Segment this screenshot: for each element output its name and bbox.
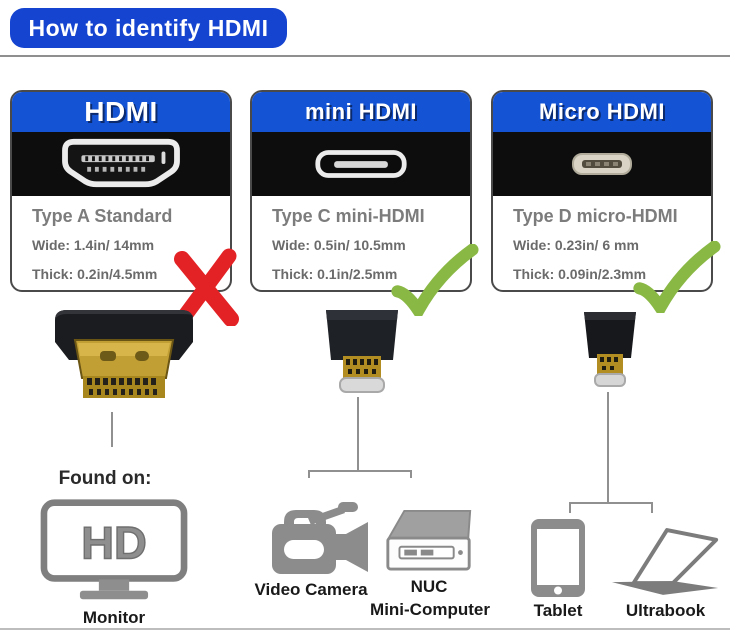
red-x-mark-icon bbox=[173, 248, 239, 326]
video-camera-icon bbox=[272, 502, 368, 574]
type-label: Type C mini-HDMI bbox=[272, 206, 425, 226]
nuc-label-line1: NUC bbox=[410, 577, 448, 596]
green-check-mark-icon bbox=[391, 244, 479, 316]
monitor-label: Monitor bbox=[82, 608, 146, 627]
wide-spec: Wide: 0.5in/ 10.5mm bbox=[272, 237, 406, 253]
branch-line-mini bbox=[308, 470, 412, 472]
nuc-label-line2: Mini-Computer bbox=[370, 600, 490, 619]
pointer-line-micro bbox=[607, 392, 609, 502]
pointer-line-hdmi bbox=[111, 412, 113, 447]
branch-tick-left-micro bbox=[569, 502, 571, 513]
card-header-mini-hdmi: mini HDMI bbox=[252, 92, 470, 132]
card-micro-hdmi: Micro HDMI Type D micro-HDMI Wide: 0.23i… bbox=[491, 90, 713, 292]
bottom-divider bbox=[0, 628, 730, 630]
connector-socket-panel-hdmi bbox=[12, 132, 230, 196]
branch-tick-right-micro bbox=[651, 502, 653, 513]
tablet-label: Tablet bbox=[533, 601, 583, 620]
top-divider bbox=[0, 55, 730, 57]
connector-socket-panel-micro bbox=[493, 132, 711, 196]
thick-spec: Thick: 0.1in/2.5mm bbox=[272, 266, 398, 282]
branch-line-micro bbox=[569, 502, 653, 504]
nuc-mini-computer-icon bbox=[386, 509, 472, 571]
type-label: Type D micro-HDMI bbox=[513, 206, 678, 226]
type-label: Type A Standard bbox=[32, 206, 173, 226]
green-check-mark-icon bbox=[633, 241, 721, 313]
branch-tick-right-mini bbox=[410, 470, 412, 478]
found-on-label: Found on: bbox=[58, 468, 152, 489]
ultrabook-label: Ultrabook bbox=[625, 601, 706, 620]
mini-hdmi-plug-photo bbox=[326, 310, 398, 393]
video-camera-label: Video Camera bbox=[254, 580, 368, 599]
connector-socket-panel-mini bbox=[252, 132, 470, 196]
wide-spec: Wide: 1.4in/ 14mm bbox=[32, 237, 155, 253]
card-mini-hdmi: mini HDMI Type C mini-HDMI Wide: 0.5in/ … bbox=[250, 90, 472, 292]
hdmi-type-a-connector-icon bbox=[62, 138, 180, 188]
card-hdmi-type-a: HDMI Type A Standard Wide: 1.4 bbox=[10, 90, 232, 292]
micro-hdmi-plug-photo bbox=[584, 312, 636, 387]
card-header-micro-hdmi: Micro HDMI bbox=[493, 92, 711, 132]
thick-spec: Thick: 0.2in/4.5mm bbox=[32, 266, 158, 282]
hd-monitor-icon: HD bbox=[40, 499, 188, 600]
page-title: How to identify HDMI bbox=[28, 14, 269, 41]
wide-spec: Wide: 0.23in/ 6 mm bbox=[513, 237, 639, 253]
tablet-icon bbox=[531, 519, 585, 597]
card-header-hdmi: HDMI bbox=[12, 92, 230, 132]
mini-hdmi-connector-icon bbox=[315, 150, 407, 178]
page-title-box: How to identify HDMI bbox=[10, 8, 287, 48]
pointer-line-mini bbox=[357, 397, 359, 470]
micro-hdmi-connector-icon bbox=[572, 153, 632, 175]
hdmi-plug-photo bbox=[55, 310, 193, 398]
branch-tick-left-mini bbox=[308, 470, 310, 478]
monitor-screen-text: HD bbox=[81, 518, 147, 569]
ultrabook-icon bbox=[611, 528, 719, 595]
thick-spec: Thick: 0.09in/2.3mm bbox=[513, 266, 647, 282]
